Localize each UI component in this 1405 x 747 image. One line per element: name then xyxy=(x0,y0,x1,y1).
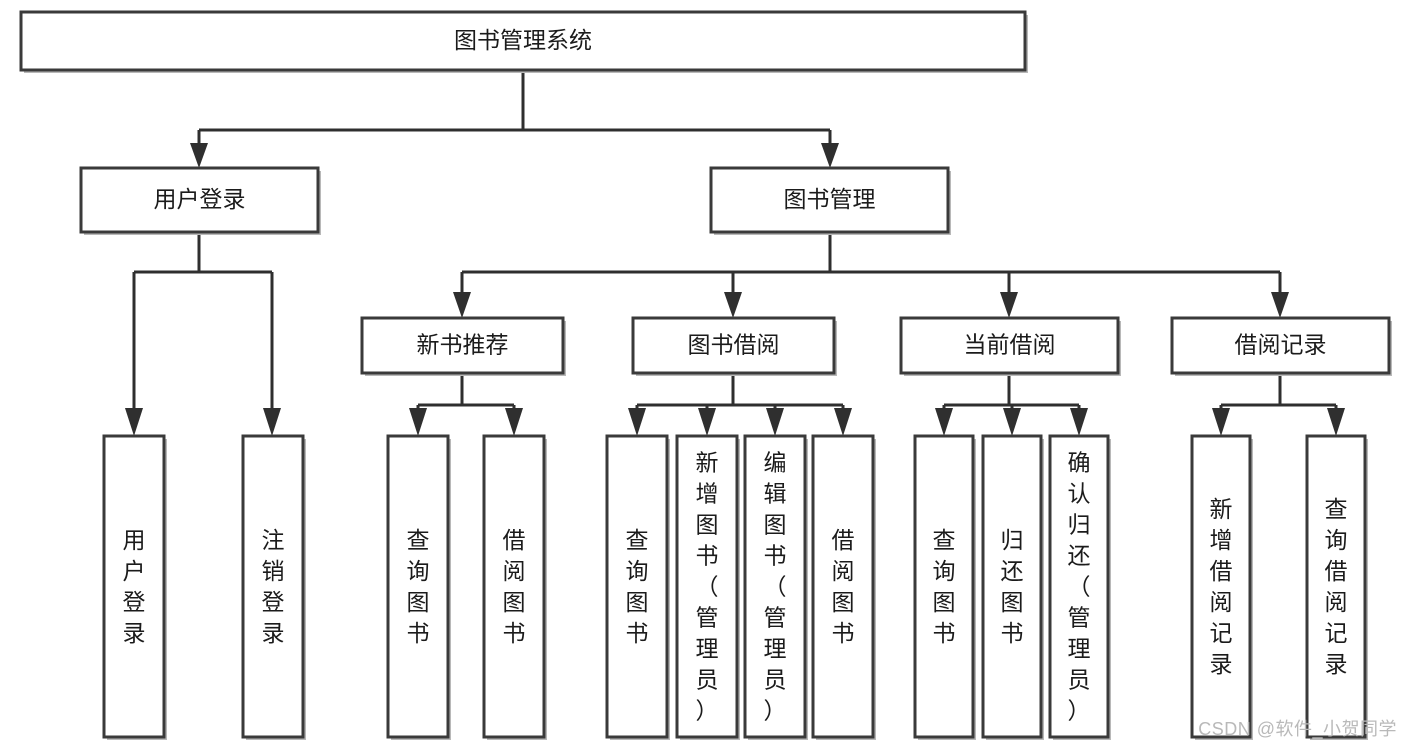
node-leaf-confirm-return-admin-rect[interactable] xyxy=(1048,434,1110,739)
node-leaf-add-borrow-record-label: 新增借阅记录 xyxy=(1210,496,1233,677)
node-user-login[interactable]: 用户登录 xyxy=(79,166,321,235)
node-leaf-add-book-admin-label: 新增图书（管理员） xyxy=(696,450,719,724)
node-root-图书管理系统[interactable]: 图书管理系统 xyxy=(19,10,1028,73)
node-leaf-query-book-borrow-rect[interactable] xyxy=(605,434,669,739)
node-leaf-add-borrow-record-rect[interactable] xyxy=(1190,434,1252,739)
node-book-manage[interactable]: 图书管理 xyxy=(709,166,951,235)
node-leaf-query-book-borrow[interactable]: 查询图书 xyxy=(605,434,670,740)
node-leaf-edit-book-admin-label: 编辑图书（管理员） xyxy=(764,450,787,724)
node-leaf-borrow-book-recommend-label: 借阅图书 xyxy=(503,527,526,646)
node-book-manage-label: 图书管理 xyxy=(784,186,876,212)
arrow-head-book-borrow xyxy=(724,292,742,318)
node-leaf-query-borrow-record-label: 查询借阅记录 xyxy=(1325,496,1348,677)
node-leaf-logout-label: 注销登录 xyxy=(262,527,285,646)
node-current-borrow-rect[interactable] xyxy=(899,316,1120,375)
node-leaf-query-book-recommend-rect[interactable] xyxy=(386,434,450,739)
node-leaf-borrow-book-borrow-rect[interactable] xyxy=(811,434,875,739)
arrow-head-leaf-add-borrow-record xyxy=(1212,408,1230,436)
arrow-head-leaf-user-login xyxy=(125,408,143,436)
node-leaf-add-book-admin-rect[interactable] xyxy=(675,434,739,739)
node-borrow-record-rect[interactable] xyxy=(1170,316,1391,375)
node-borrow-record[interactable]: 借阅记录 xyxy=(1170,316,1392,376)
arrow-head-leaf-logout xyxy=(263,408,281,436)
node-leaf-user-login-rect[interactable] xyxy=(102,434,166,739)
arrow-head-new-book-recommend xyxy=(453,292,471,318)
node-leaf-edit-book-admin[interactable]: 编辑图书（管理员） xyxy=(743,434,808,740)
node-new-book-recommend-label: 新书推荐 xyxy=(417,332,509,358)
node-borrow-record-label: 借阅记录 xyxy=(1235,332,1327,358)
node-leaf-add-book-admin[interactable]: 新增图书（管理员） xyxy=(675,434,740,740)
node-current-borrow[interactable]: 当前借阅 xyxy=(899,316,1121,376)
node-leaf-logout[interactable]: 注销登录 xyxy=(241,434,306,740)
node-leaf-query-book-current[interactable]: 查询图书 xyxy=(913,434,976,740)
node-leaf-query-book-recommend-label: 查询图书 xyxy=(407,527,430,646)
arrow-head-leaf-query-book-borrow xyxy=(628,408,646,436)
arrow-head-leaf-add-book-admin xyxy=(698,408,716,436)
node-leaf-query-borrow-record-rect[interactable] xyxy=(1305,434,1367,739)
node-leaf-confirm-return-admin[interactable]: 确认归还（管理员） xyxy=(1048,434,1111,740)
node-leaf-query-book-borrow-label: 查询图书 xyxy=(626,527,649,646)
node-new-book-recommend[interactable]: 新书推荐 xyxy=(360,316,566,376)
node-leaf-query-book-current-rect[interactable] xyxy=(913,434,975,739)
arrow-head-leaf-borrow-book-recommend xyxy=(505,408,523,436)
node-leaf-query-book-current-label: 查询图书 xyxy=(933,527,956,646)
arrow-head-current-borrow xyxy=(1000,292,1018,318)
node-leaf-borrow-book-borrow-label: 借阅图书 xyxy=(832,527,855,646)
node-leaf-return-book[interactable]: 归还图书 xyxy=(981,434,1044,740)
arrow-head-user-login xyxy=(190,143,208,168)
node-leaf-user-login-label: 用户登录 xyxy=(123,527,146,646)
node-leaf-query-book-recommend[interactable]: 查询图书 xyxy=(386,434,451,740)
node-leaf-return-book-label: 归还图书 xyxy=(1001,527,1024,646)
arrow-head-leaf-query-book-current xyxy=(935,408,953,436)
node-new-book-recommend-rect[interactable] xyxy=(360,316,565,375)
node-leaf-query-borrow-record[interactable]: 查询借阅记录 xyxy=(1305,434,1368,740)
node-leaf-edit-book-admin-rect[interactable] xyxy=(743,434,807,739)
node-leaf-confirm-return-admin-label: 确认归还（管理员） xyxy=(1068,450,1091,724)
node-leaf-logout-rect[interactable] xyxy=(241,434,305,739)
node-book-manage-rect[interactable] xyxy=(709,166,950,234)
node-book-borrow-rect[interactable] xyxy=(631,316,836,375)
node-book-borrow[interactable]: 图书借阅 xyxy=(631,316,837,376)
node-leaf-add-borrow-record[interactable]: 新增借阅记录 xyxy=(1190,434,1253,740)
arrow-head-leaf-edit-book-admin xyxy=(766,408,784,436)
node-user-login-label: 用户登录 xyxy=(154,186,246,212)
arrow-head-leaf-return-book xyxy=(1003,408,1021,436)
connector-layer xyxy=(125,70,1345,436)
arrow-head-leaf-borrow-book-borrow xyxy=(834,408,852,436)
node-layer: 图书管理系统用户登录图书管理新书推荐图书借阅当前借阅借阅记录用户登录注销登录查询… xyxy=(19,10,1392,740)
node-root-图书管理系统-label: 图书管理系统 xyxy=(454,27,592,53)
node-leaf-borrow-book-recommend[interactable]: 借阅图书 xyxy=(482,434,547,740)
node-leaf-borrow-book-recommend-rect[interactable] xyxy=(482,434,546,739)
node-leaf-user-login[interactable]: 用户登录 xyxy=(102,434,167,740)
node-user-login-rect[interactable] xyxy=(79,166,320,234)
arrow-head-borrow-record xyxy=(1271,292,1289,318)
node-leaf-borrow-book-borrow[interactable]: 借阅图书 xyxy=(811,434,876,740)
node-current-borrow-label: 当前借阅 xyxy=(964,332,1056,358)
node-root-图书管理系统-rect[interactable] xyxy=(19,10,1027,72)
arrow-head-leaf-query-book-recommend xyxy=(409,408,427,436)
arrow-head-leaf-confirm-return-admin xyxy=(1070,408,1088,436)
arrow-head-leaf-query-borrow-record xyxy=(1327,408,1345,436)
node-book-borrow-label: 图书借阅 xyxy=(688,332,780,358)
node-leaf-return-book-rect[interactable] xyxy=(981,434,1043,739)
arrow-head-book-manage xyxy=(821,143,839,168)
